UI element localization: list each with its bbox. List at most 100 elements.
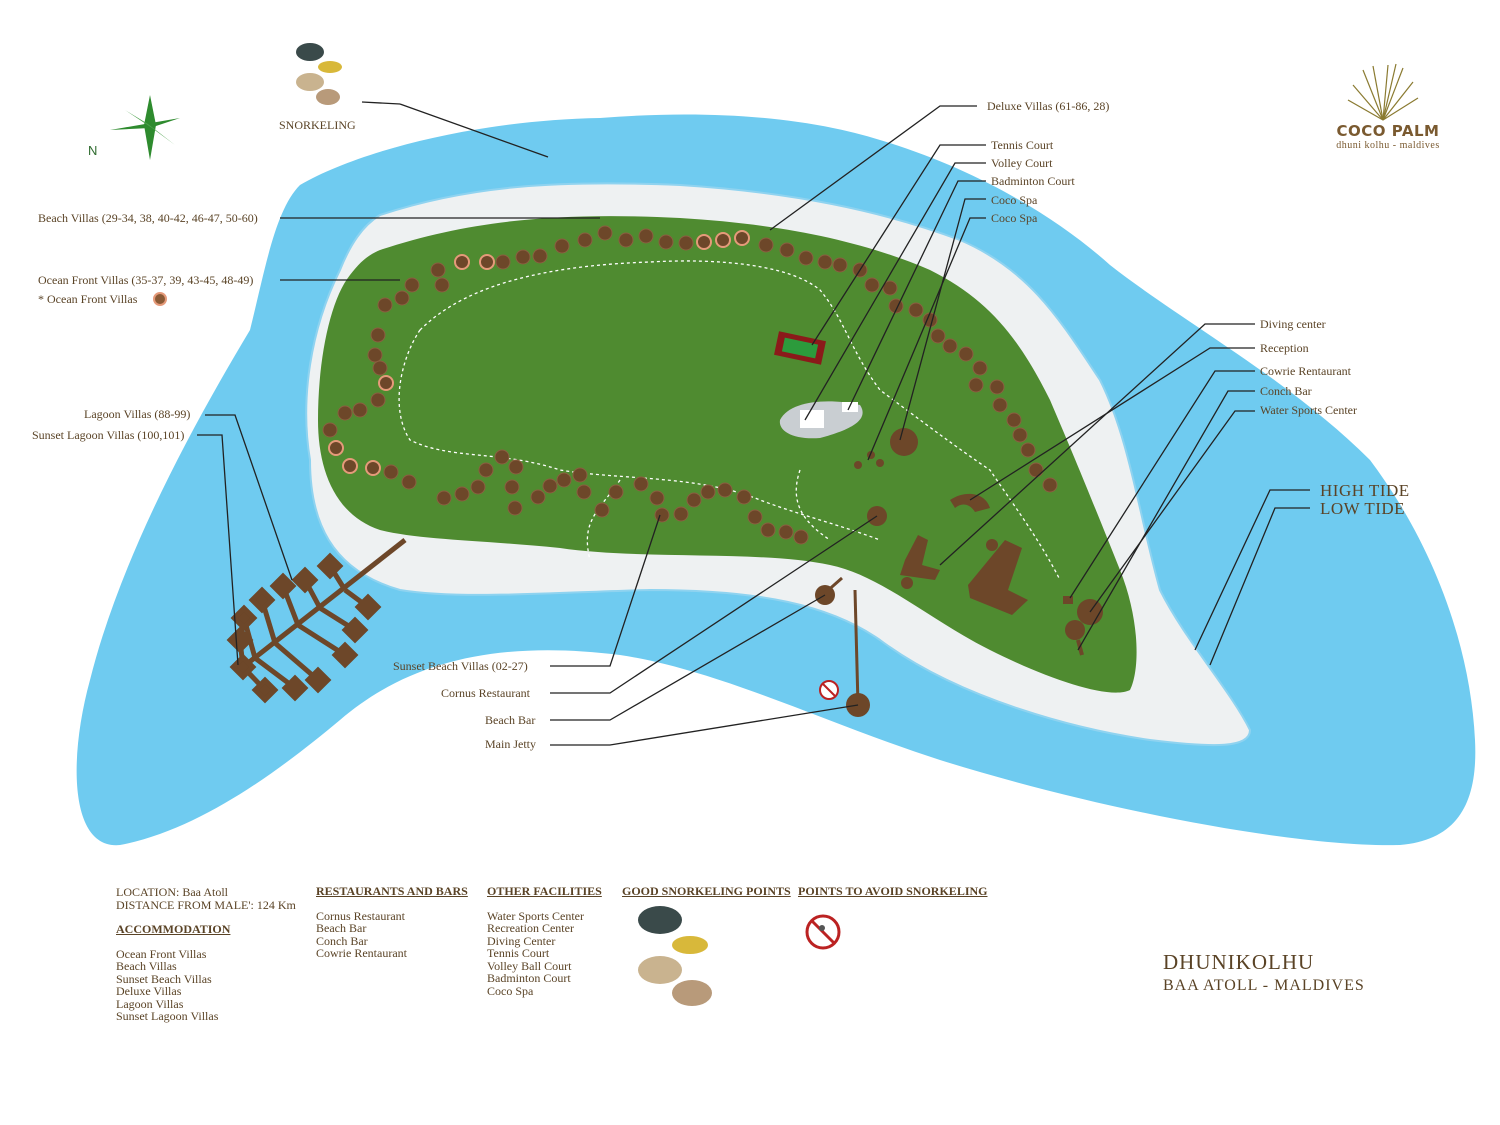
villa-dot [383, 464, 399, 480]
map-title: DHUNIKOLHU BAA ATOLL - MALDIVES [1163, 950, 1365, 995]
label-ocean-front-villas: Ocean Front Villas (35-37, 39, 43-45, 48… [38, 273, 253, 287]
villa-dot [942, 338, 958, 354]
label-reception: Reception [1260, 341, 1309, 355]
label-water-sports-center: Water Sports Center [1260, 403, 1357, 417]
villa-dot [972, 360, 988, 376]
villa-dot [638, 228, 654, 244]
legend-good-snorkeling-title: GOOD SNORKELING POINTS [622, 884, 791, 898]
villa-dot [734, 230, 750, 246]
villa-dot [678, 235, 694, 251]
logo-brand: COCO PALM [1336, 122, 1440, 140]
label-cornus-restaurant: Cornus Restaurant [441, 686, 531, 700]
villa-dot [365, 460, 381, 476]
label-lagoon-villas: Lagoon Villas (88-99) [84, 407, 190, 421]
villa-dot [798, 250, 814, 266]
villa-dot [1042, 477, 1058, 493]
villa-dot [1028, 462, 1044, 478]
villa-dot [654, 507, 670, 523]
legend-location-text: LOCATION: Baa Atoll [116, 885, 228, 899]
villa-dot [377, 297, 393, 313]
villa-dot [597, 225, 613, 241]
villa-dot [337, 405, 353, 421]
label-deluxe-villas: Deluxe Villas (61-86, 28) [987, 99, 1109, 113]
legend-item: Badminton Court [487, 971, 571, 985]
label-conch-bar: Conch Bar [1260, 384, 1312, 398]
label-sunset-beach-villas: Sunset Beach Villas (02-27) [393, 659, 528, 673]
villa-dot [736, 489, 752, 505]
villa-dot [454, 254, 470, 270]
villa-dot [673, 506, 689, 522]
title-island-name: DHUNIKOLHU [1163, 950, 1315, 974]
villa-dot [576, 484, 592, 500]
label-main-jetty: Main Jetty [485, 737, 536, 751]
label-coco-spa-2: Coco Spa [991, 211, 1038, 225]
legend-item: Diving Center [487, 933, 556, 948]
villa-dot [958, 346, 974, 362]
legend-location: LOCATION: Baa Atoll DISTANCE FROM MALE':… [116, 886, 296, 1023]
villa-dot [989, 379, 1005, 395]
villa-dot [401, 474, 417, 490]
legend-item: Deluxe Villas [116, 984, 182, 998]
coco-palm-logo: COCO PALM dhuni kolhu - maldives [1328, 60, 1448, 151]
legend-item: Sunset Lagoon Villas [116, 1009, 219, 1023]
legend-good-snorkeling: GOOD SNORKELING POINTS [622, 885, 791, 910]
label-coco-spa-1: Coco Spa [991, 193, 1038, 207]
villa-dot [649, 490, 665, 506]
villa-dot [436, 490, 452, 506]
villa-dot [554, 238, 570, 254]
no-snorkel-marker [819, 680, 839, 700]
villa-dot [793, 529, 809, 545]
villa-dot [495, 254, 511, 270]
legend-item: Recreation Center [487, 921, 574, 935]
villa-dot [430, 262, 446, 278]
villa-dots [322, 225, 1058, 545]
legend-avoid-snorkeling: POINTS TO AVOID SNORKELING [798, 885, 988, 910]
villa-dot [882, 280, 898, 296]
legend-item: Conch Bar [316, 933, 368, 948]
legend-item: Cowrie Rentaurant [316, 946, 407, 960]
villa-dot [508, 459, 524, 475]
label-diving-center: Diving center [1260, 317, 1326, 331]
label-tennis-court: Tennis Court [991, 138, 1054, 152]
villa-dot [1012, 427, 1028, 443]
villa-dot [832, 257, 848, 273]
villa-dot [367, 347, 383, 363]
legend-item: Lagoon Villas [116, 996, 184, 1011]
label-sunset-lagoon-villas: Sunset Lagoon Villas (100,101) [32, 428, 184, 442]
villa-dot [700, 484, 716, 500]
villa-dot [864, 277, 880, 293]
villa-dot [507, 500, 523, 516]
legend-accommodation-title: ACCOMMODATION [116, 922, 231, 936]
villa-dot [715, 232, 731, 248]
logo-tagline: dhuni kolhu - maldives [1336, 140, 1440, 151]
facility-buildings [867, 493, 1103, 656]
label-beach-villas: Beach Villas (29-34, 38, 40-42, 46-47, 5… [38, 211, 258, 225]
label-ocean-front-note: * Ocean Front Villas [38, 292, 138, 306]
palm-leaf-icon [1347, 63, 1419, 121]
legend-avoid-snorkeling-title: POINTS TO AVOID SNORKELING [798, 884, 988, 898]
villa-dot [394, 290, 410, 306]
snorkeling-label: SNORKELING [279, 118, 356, 132]
legend-restaurants-title: RESTAURANTS AND BARS [316, 884, 468, 898]
villa-dot [577, 232, 593, 248]
villa-dot [758, 237, 774, 253]
villa-dot [370, 327, 386, 343]
villa-dot [530, 489, 546, 505]
label-cowrie-restaurant: Cowrie Rentaurant [1260, 364, 1352, 378]
label-low-tide: LOW TIDE [1320, 499, 1405, 518]
spa-structures [854, 428, 918, 469]
legend-item: Sunset Beach Villas [116, 971, 212, 986]
legend-item: Beach Villas [116, 959, 177, 973]
villa-dot [572, 467, 588, 483]
villa-dot [594, 502, 610, 518]
snorkeling-fish-icon [296, 43, 342, 105]
villa-dot [779, 242, 795, 258]
legend-item: Cornus Restaurant [316, 908, 405, 923]
villa-dot [479, 254, 495, 270]
legend-item: Volley Ball Court [487, 958, 572, 973]
villa-dot [322, 422, 338, 438]
legend-item: Beach Bar [316, 921, 367, 935]
villa-dot [608, 484, 624, 500]
villa-dot [908, 302, 924, 318]
